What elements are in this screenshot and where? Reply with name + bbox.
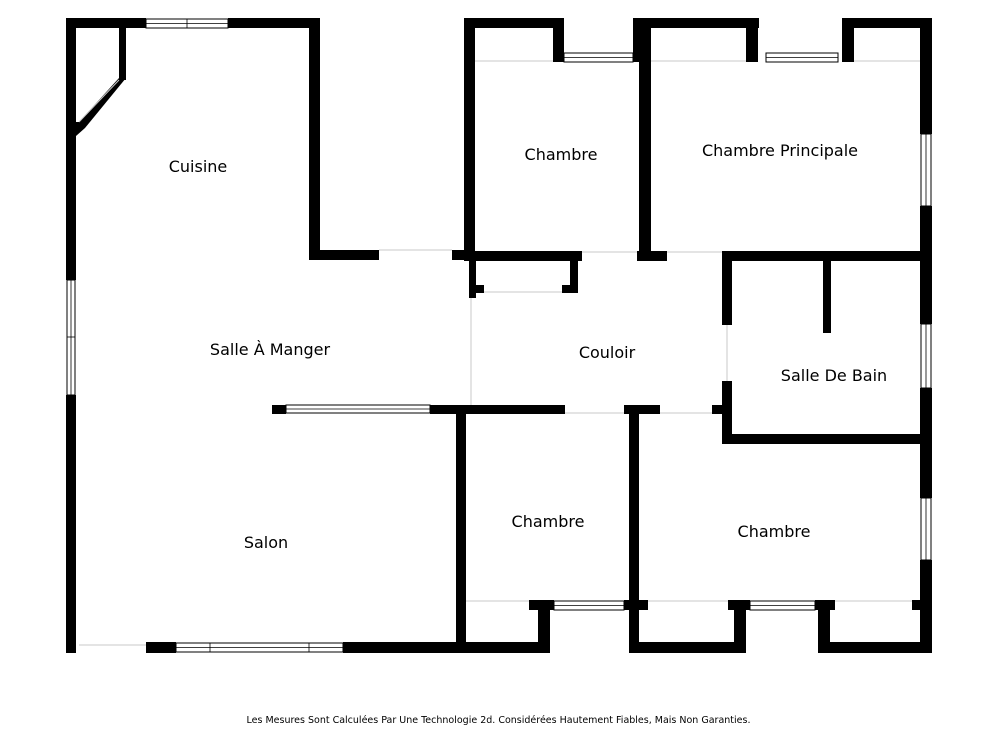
room-label-cuisine: Cuisine [169,157,228,176]
room-label-salle-a-manger: Salle À Manger [210,340,331,359]
room-label-chambre-sud-est: Chambre [738,522,811,541]
room-label-salle-de-bain: Salle De Bain [781,366,887,385]
walls [66,18,932,653]
room-label-chambre-nord: Chambre [525,145,598,164]
room-labels: Cuisine Salle À Manger Salon Chambre Cha… [169,141,887,552]
windows [66,18,932,653]
door-openings [78,60,920,646]
room-label-chambre-sud-ouest: Chambre [512,512,585,531]
measurement-disclaimer: Les Mesures Sont Calculées Par Une Techn… [246,715,751,726]
room-label-chambre-principale: Chambre Principale [702,141,858,160]
room-label-couloir: Couloir [579,343,636,362]
room-label-salon: Salon [244,533,288,552]
